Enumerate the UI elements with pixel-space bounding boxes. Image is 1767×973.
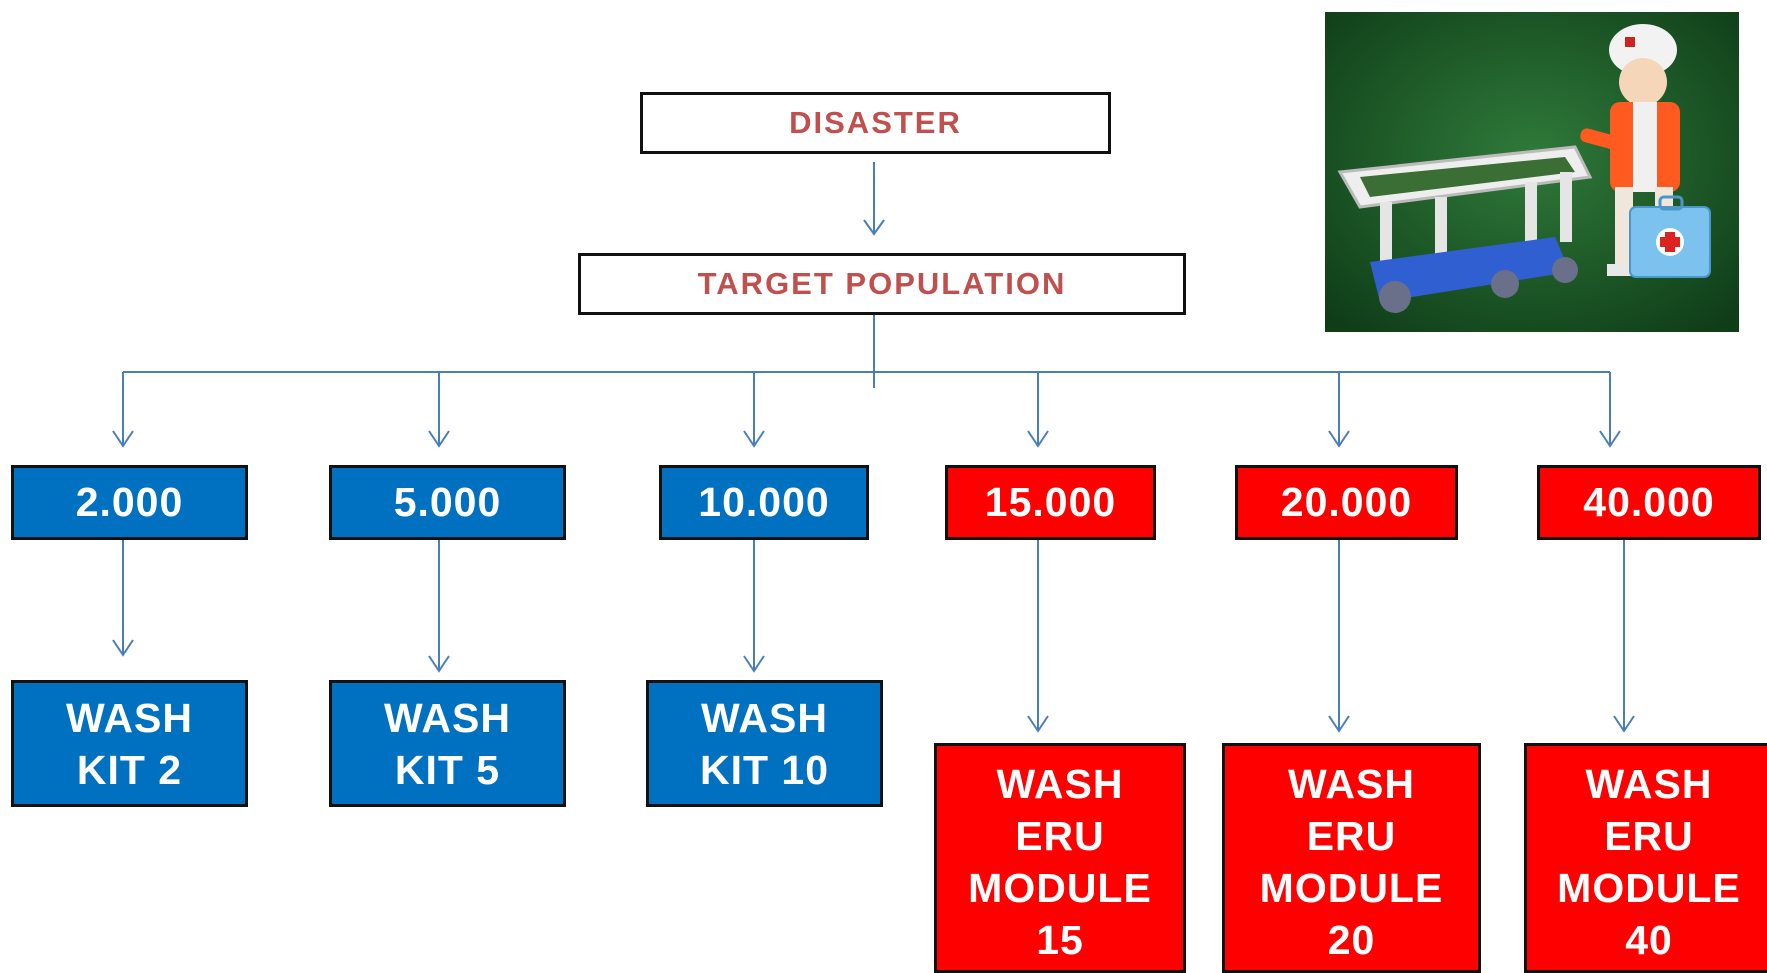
arrowhead [428, 430, 450, 448]
population-label: 40.000 [1583, 479, 1715, 525]
arrowhead [112, 430, 134, 448]
output-label: WASH ERU MODULE 15 [968, 761, 1152, 963]
arrowhead [112, 639, 134, 657]
wash-kit-2-box: WASH KIT 2 [11, 680, 248, 807]
output-label: WASH KIT 10 [699, 694, 830, 793]
first-aid-case-icon [1629, 195, 1711, 278]
arrowhead [743, 430, 765, 448]
stretcher-icon [1337, 145, 1593, 313]
wash-kit-10-box: WASH KIT 10 [646, 680, 883, 807]
arrowhead [1599, 430, 1621, 448]
arrowhead [1027, 430, 1049, 448]
arrowhead [743, 655, 765, 673]
target-population-label: TARGET POPULATION [697, 266, 1067, 301]
population-box-15000: 15.000 [945, 465, 1156, 540]
arrowhead [1328, 715, 1350, 733]
population-label: 10.000 [698, 479, 830, 525]
population-box-20000: 20.000 [1235, 465, 1458, 540]
paramedic-toy-photo [1325, 12, 1739, 332]
arrowhead [1613, 715, 1635, 733]
arrowhead [428, 655, 450, 673]
population-box-2000: 2.000 [11, 465, 248, 540]
population-box-40000: 40.000 [1537, 465, 1761, 540]
population-label: 15.000 [984, 479, 1117, 525]
disaster-box: DISASTER [640, 92, 1111, 154]
arrowhead [1328, 430, 1350, 448]
population-box-10000: 10.000 [659, 465, 869, 540]
wash-eru-module-20-box: WASH ERU MODULE 20 [1222, 743, 1481, 973]
wash-kit-5-box: WASH KIT 5 [329, 680, 566, 807]
population-label: 2.000 [75, 479, 184, 525]
population-box-5000: 5.000 [329, 465, 566, 540]
disaster-label: DISASTER [789, 105, 962, 140]
population-label: 5.000 [393, 479, 502, 525]
population-label: 20.000 [1280, 479, 1413, 525]
output-label: WASH KIT 5 [384, 694, 511, 793]
target-population-box: TARGET POPULATION [578, 253, 1186, 315]
arrowhead [1027, 715, 1049, 733]
output-label: WASH ERU MODULE 20 [1259, 761, 1444, 963]
arrowhead [863, 219, 885, 236]
wash-eru-module-40-box: WASH ERU MODULE 40 [1524, 743, 1767, 973]
output-label: WASH KIT 2 [66, 694, 193, 793]
wash-eru-module-15-box: WASH ERU MODULE 15 [934, 743, 1186, 973]
output-label: WASH ERU MODULE 40 [1557, 761, 1741, 963]
